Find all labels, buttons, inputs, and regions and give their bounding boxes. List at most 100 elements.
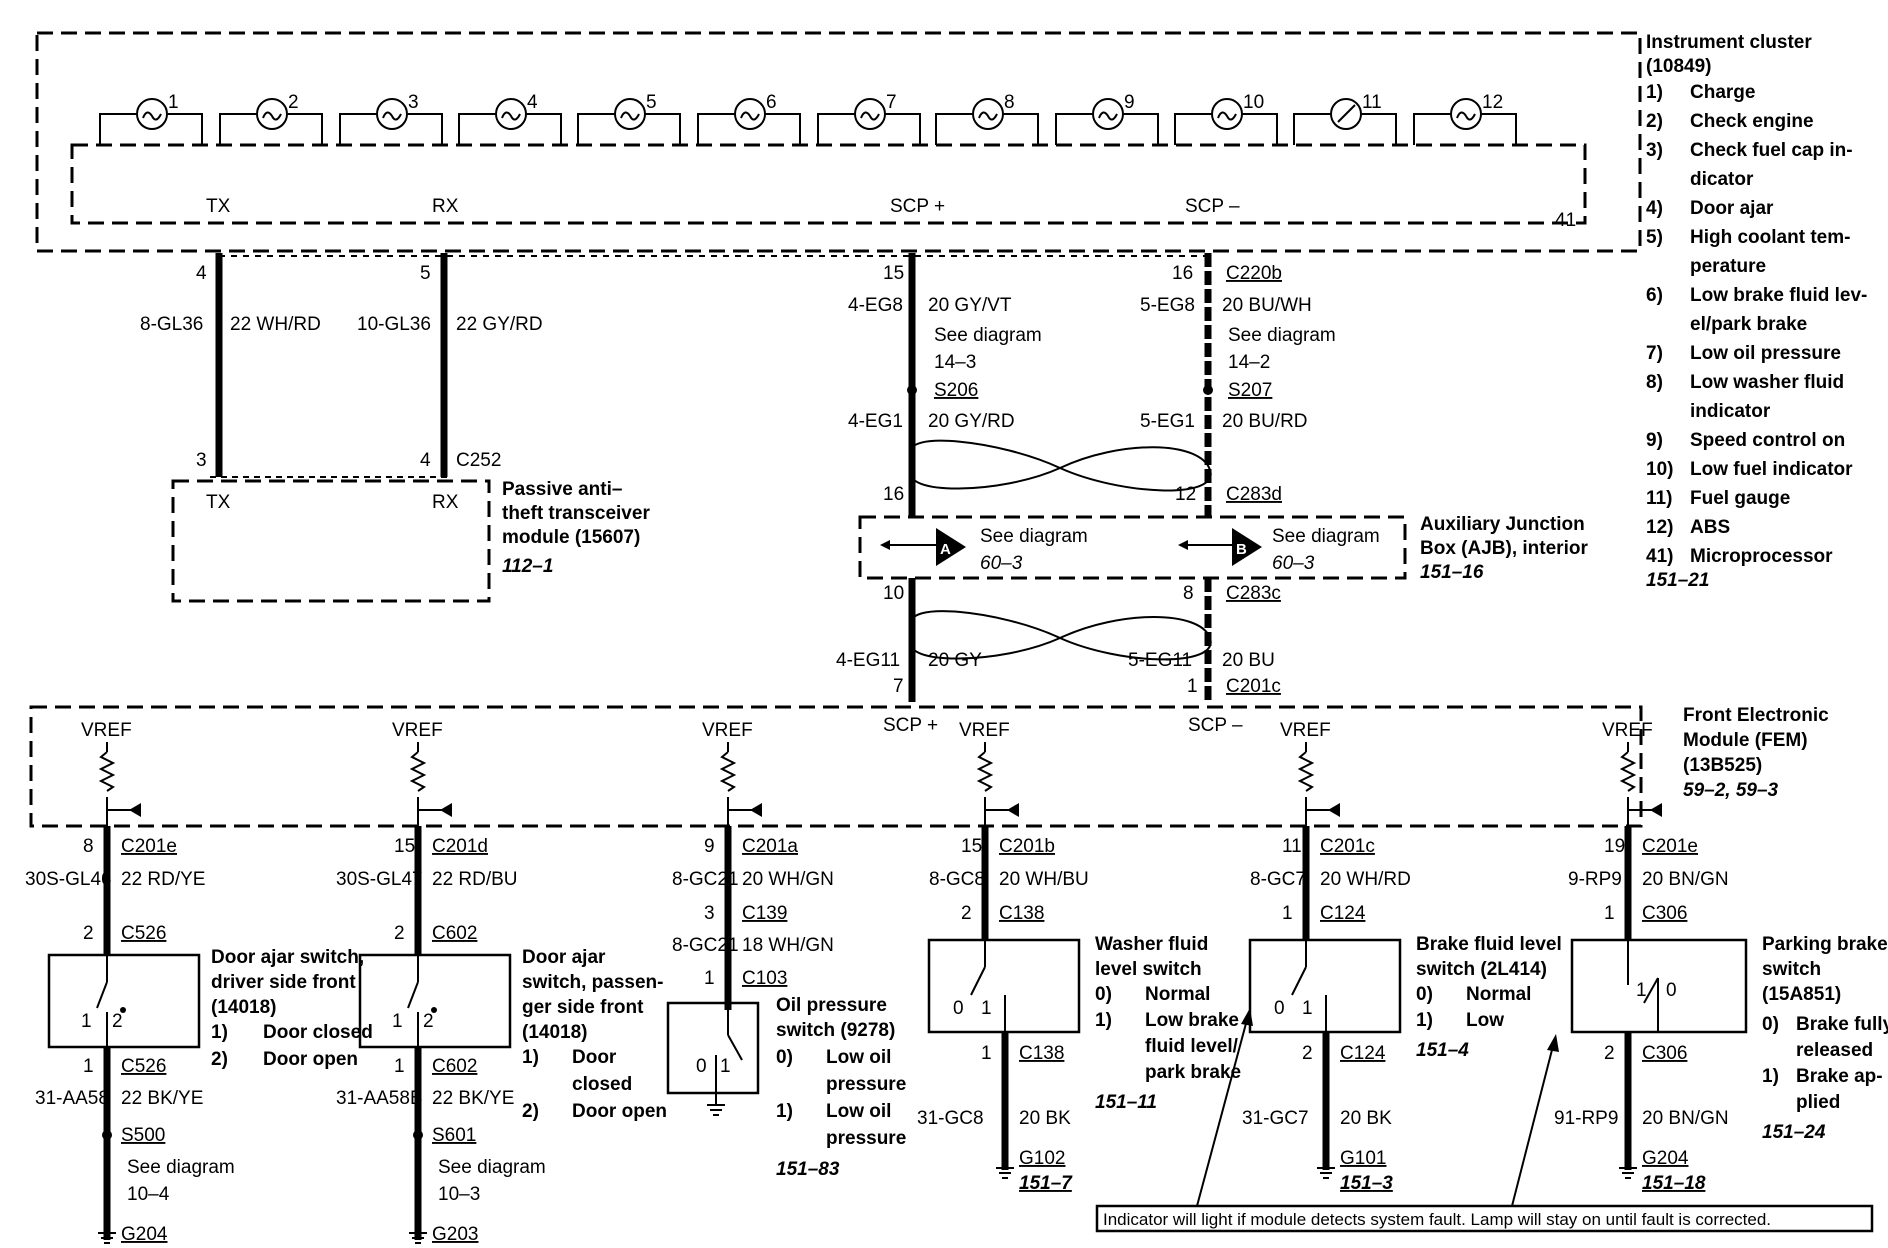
- lamp-10: 10: [1174, 92, 1278, 145]
- scp-minus-see: See diagram 14–2: [1228, 325, 1341, 373]
- ground-circuit-id: 31-GC7: [1242, 1108, 1309, 1129]
- circuit-id: 9-RP9: [1568, 869, 1622, 890]
- scp-plus-splice: S206: [934, 380, 978, 401]
- bulb-icon: [136, 98, 168, 130]
- legend-text: Check fuel cap in-: [1690, 140, 1853, 161]
- switch-connector-top: C138: [999, 903, 1044, 924]
- fem-pin: 11: [1282, 836, 1302, 857]
- pats-ref: 112–1: [502, 556, 553, 577]
- s206-splice: [907, 385, 917, 395]
- switch-pin-bottom: 1: [981, 1043, 992, 1064]
- switch-title: ger side front: [522, 997, 644, 1018]
- switch-pin-bottom: 2: [1604, 1043, 1615, 1064]
- sense-arrow-icon: [1650, 803, 1662, 817]
- instrument-cluster-box: [35, 31, 1642, 253]
- bulb-icon: [614, 98, 646, 130]
- switch-contact-icon: [1643, 977, 1659, 1004]
- fem-connector: C201e: [1642, 836, 1698, 857]
- lamp-6: 6: [697, 92, 801, 145]
- ground-circuit-id: 91-RP9: [1554, 1108, 1618, 1129]
- switch-connector-bottom: C526: [121, 1056, 166, 1077]
- legend-text: el/park brake: [1690, 314, 1807, 335]
- rx-wire-color: 22 GY/RD: [456, 314, 543, 335]
- legend-number: 41): [1646, 546, 1673, 567]
- sense-arrow-icon: [440, 803, 452, 817]
- filament: [501, 111, 521, 121]
- filament: [1098, 111, 1118, 121]
- lamp-lead: [1055, 113, 1159, 145]
- scp-plus-pin-ajb-out: 10: [883, 583, 904, 604]
- legend-text: ABS: [1690, 517, 1730, 538]
- tx-circuit: 8-GL36: [140, 314, 203, 335]
- sense-arrow-icon: [1007, 803, 1019, 817]
- scp-minus-pin-top: 16: [1172, 263, 1193, 284]
- legend-text: indicator: [1690, 401, 1771, 422]
- scp-minus-circuit-top: 5-EG8: [1140, 295, 1195, 316]
- note-arrowhead-2: [1547, 1034, 1559, 1052]
- lamp-lead: [458, 113, 562, 145]
- switch-connector-bottom: C138: [1019, 1043, 1064, 1064]
- pats-tx: TX: [206, 492, 231, 513]
- state-text: Brake ap-: [1796, 1066, 1883, 1087]
- switch-title: level switch: [1095, 959, 1202, 980]
- circuit-id: 8-GC21: [672, 869, 739, 890]
- ground-circuit-id: 31-AA58: [35, 1088, 109, 1109]
- lamp-number: 5: [646, 92, 657, 113]
- filament: [740, 111, 760, 121]
- switch-pin-bottom: 1: [83, 1056, 94, 1077]
- vref-label: VREF: [81, 720, 132, 741]
- wire-color: 22 RD/BU: [432, 869, 518, 890]
- state-text: plied: [1796, 1092, 1840, 1113]
- lamp-number: 2: [288, 92, 299, 113]
- connector-c139: C139: [742, 903, 787, 924]
- sense-arrow-icon: [129, 803, 141, 817]
- fem-scp-plus: SCP +: [883, 715, 938, 736]
- lamp-number: 8: [1004, 92, 1015, 113]
- state-text: Normal: [1145, 984, 1210, 1005]
- ground-wire-color: 20 BK: [1019, 1108, 1071, 1129]
- state-text: closed: [572, 1074, 632, 1095]
- switch-title: Parking brake: [1762, 934, 1888, 955]
- filament: [1456, 111, 1476, 121]
- micro-number: 41: [1555, 210, 1576, 231]
- switch-pos-label: 1: [392, 1011, 403, 1032]
- tx-pin-top: 4: [196, 263, 207, 284]
- ajb-b-tag: B: [1236, 541, 1247, 558]
- state-text: fluid level/: [1145, 1036, 1239, 1057]
- switch-title: Door ajar: [522, 947, 606, 968]
- fem-pin: 19: [1604, 836, 1625, 857]
- switch-pos-label: 1: [981, 998, 992, 1019]
- switch-terminal: [431, 1007, 437, 1013]
- pin-c103: 1: [704, 968, 715, 989]
- vref-label: VREF: [392, 720, 443, 741]
- legend-number: 1): [1646, 82, 1663, 103]
- twisted-pair-marker-bottom: [910, 610, 1212, 661]
- circuit-id: 30S-GL46: [25, 869, 112, 890]
- switch-pos-label: 1: [720, 1056, 731, 1077]
- scp-plus-wire-top-color: 20 GY/VT: [928, 295, 1012, 316]
- twisted-pair-marker-top: [910, 439, 1212, 492]
- switch-pos-label: 0: [953, 998, 964, 1019]
- switch-connector-top: C306: [1642, 903, 1687, 924]
- scp-plus-see: See diagram 14–3: [934, 325, 1047, 373]
- lamp-4: 4: [458, 92, 562, 145]
- fem-pin: 15: [961, 836, 982, 857]
- ground-circuit-id: 31-AA58B: [336, 1088, 423, 1109]
- switch-title: driver side front: [211, 972, 356, 993]
- switch-title: Washer fluid: [1095, 934, 1208, 955]
- legend-text: dicator: [1690, 169, 1754, 190]
- legend-text: Low oil pressure: [1690, 343, 1841, 364]
- bulb-icon: [1450, 98, 1482, 130]
- tx-pin-bottom: 3: [196, 450, 207, 471]
- ajb-b-triangle: [1232, 528, 1262, 566]
- lamp-number: 11: [1362, 92, 1382, 113]
- ground-circuit-id: 31-GC8: [917, 1108, 984, 1129]
- s207-splice: [1203, 385, 1213, 395]
- scp-plus-circuit-bot: 4-EG11: [836, 650, 900, 671]
- switch-contact-icon: [1291, 966, 1307, 996]
